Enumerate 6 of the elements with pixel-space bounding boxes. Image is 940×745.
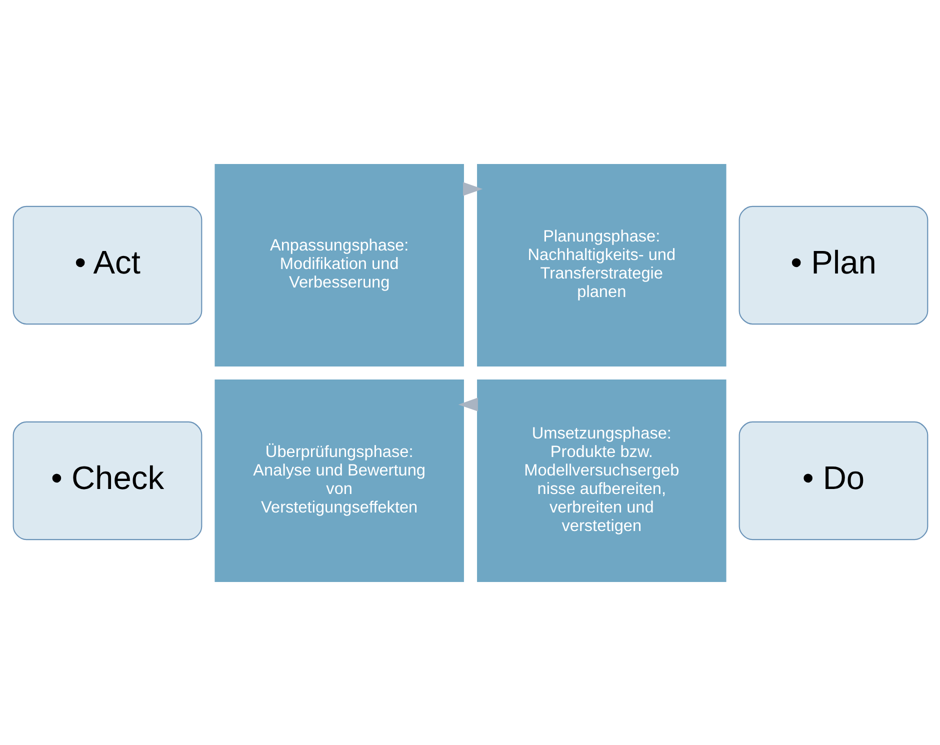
node-box: • Check <box>12 420 202 540</box>
node-box: • Act <box>12 205 202 324</box>
node-box: • Plan <box>738 205 928 324</box>
node-box: • Do <box>738 420 928 540</box>
node-box: Planungsphase: Nachhaltigkeits- und Transferstrategie planen <box>475 162 727 368</box>
node-box: Überprüfungsphase: Analyse und Bewertung von Verstetigungseffekten <box>213 378 465 583</box>
